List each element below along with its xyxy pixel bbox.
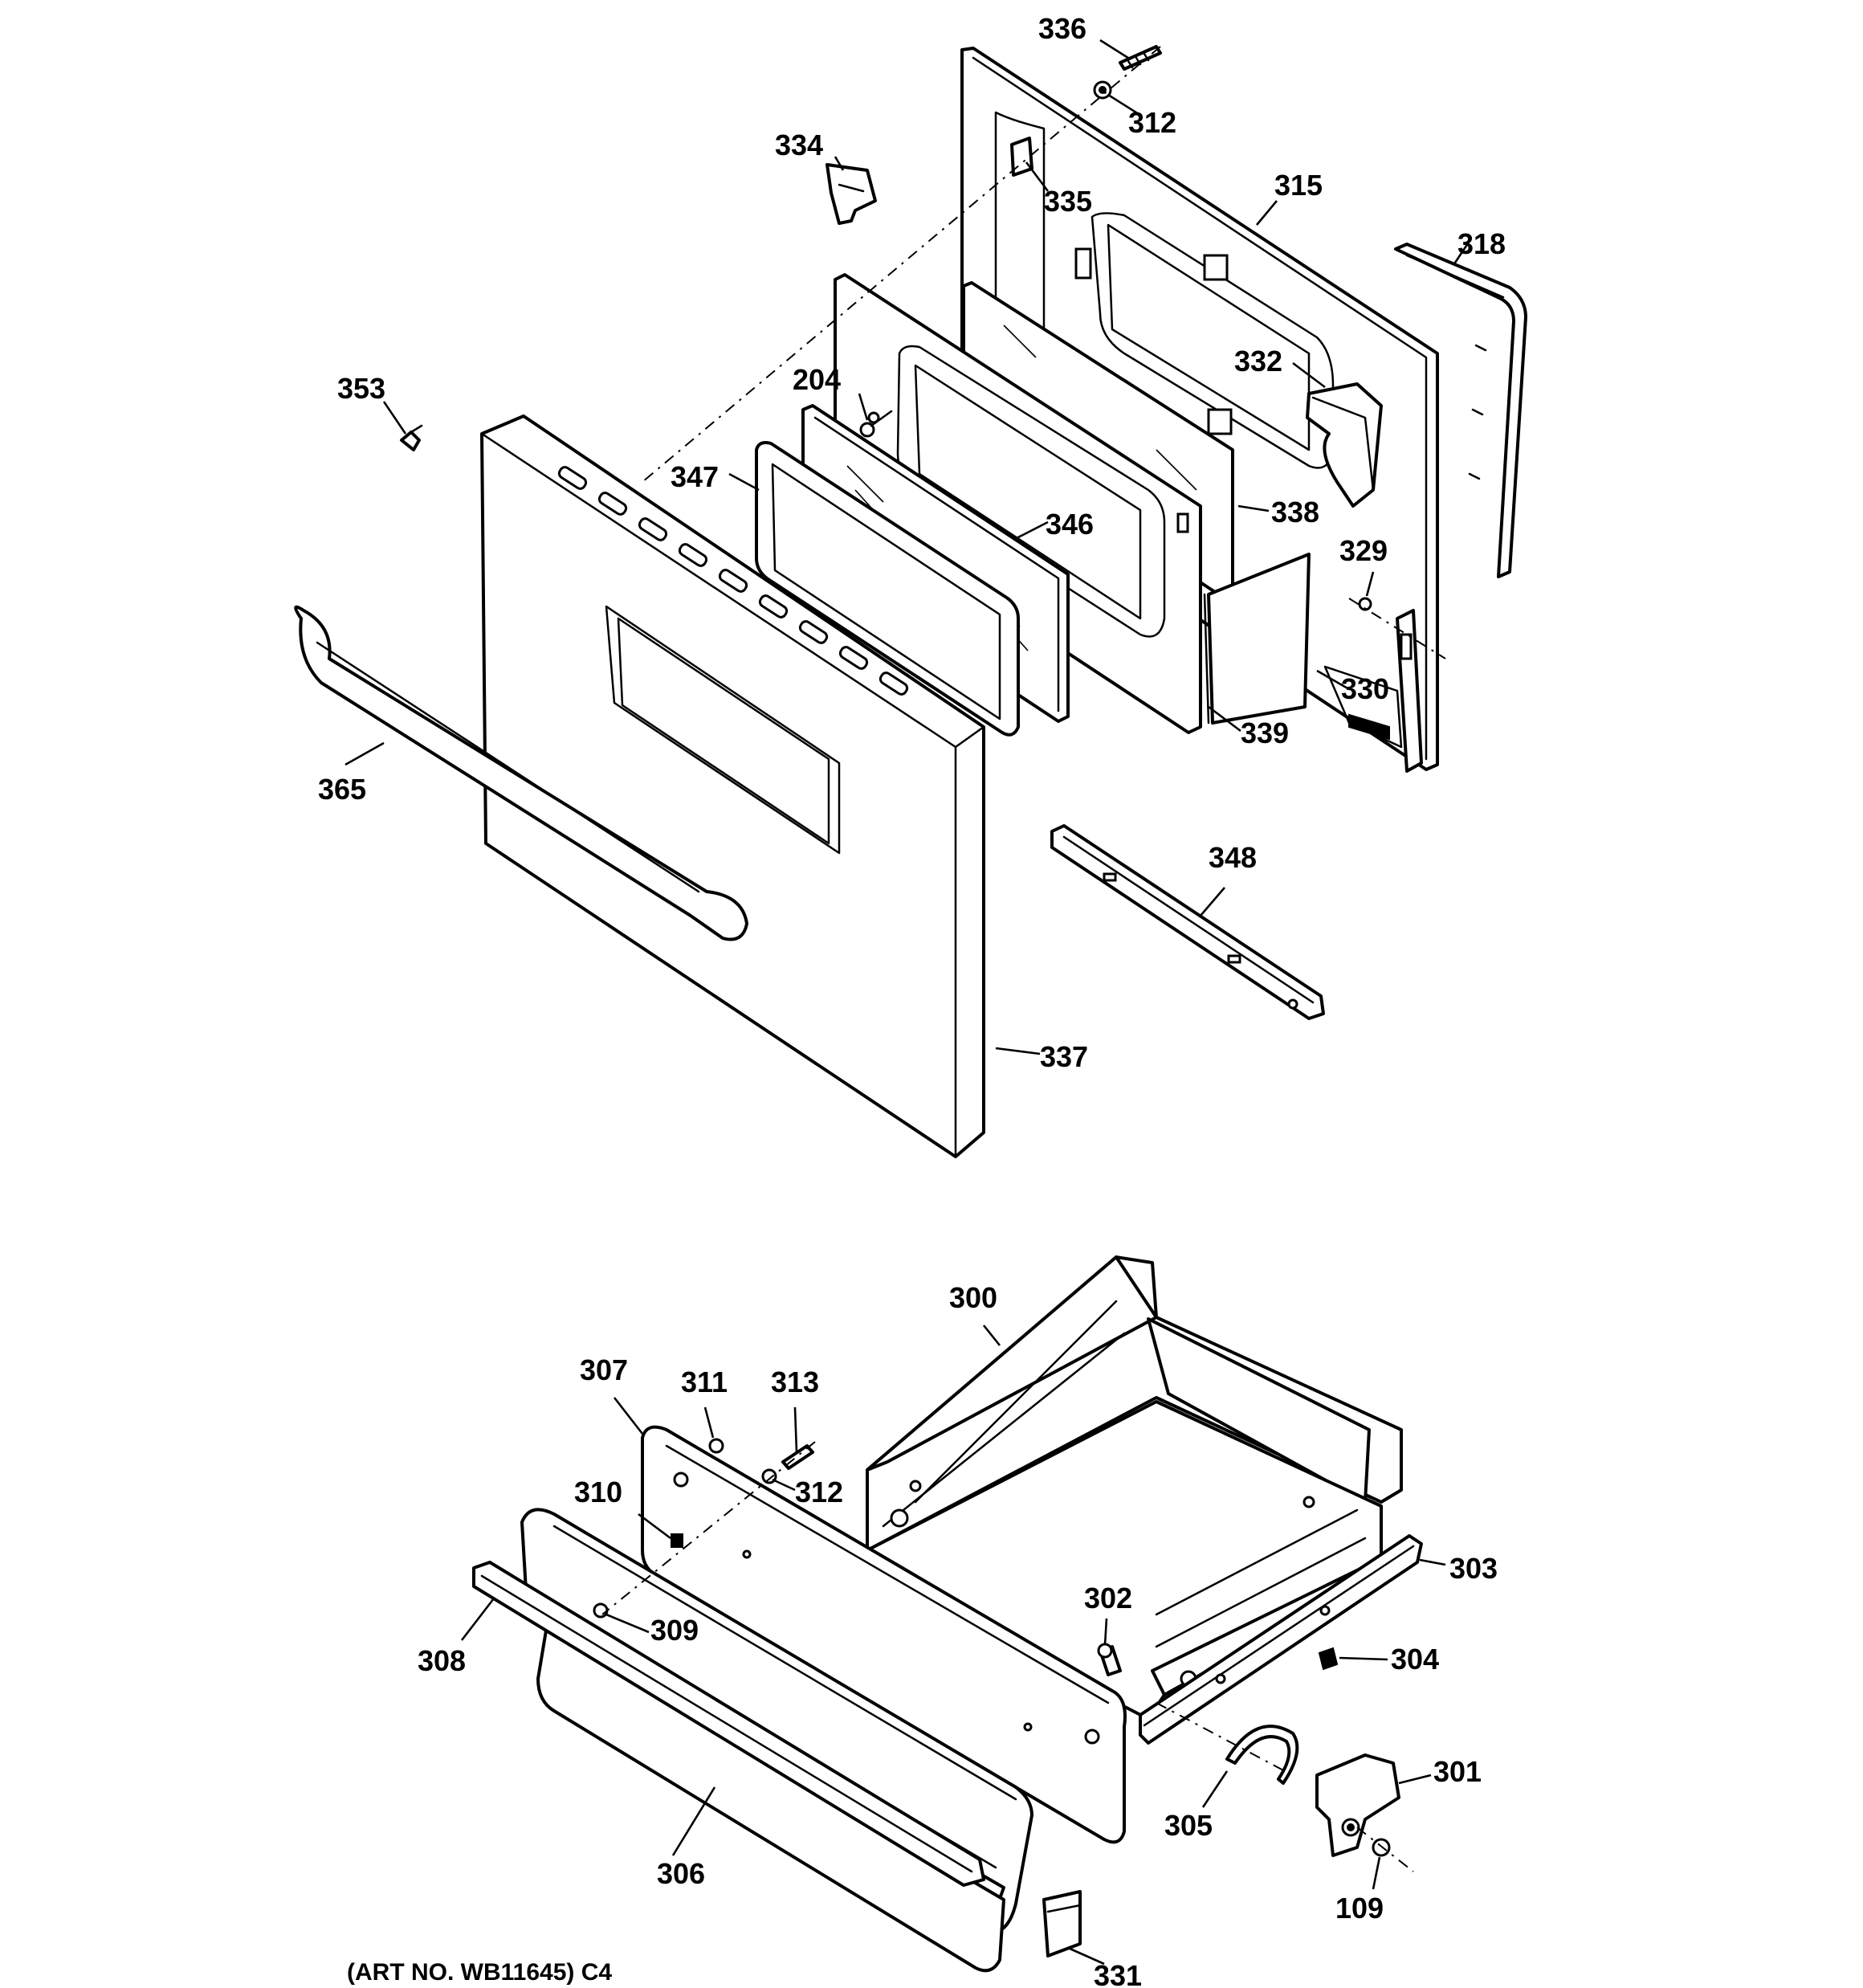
washer-312-top-center xyxy=(1099,86,1107,94)
callout-332: 332 xyxy=(1234,345,1282,378)
callout-335: 335 xyxy=(1044,185,1092,218)
nut-311 xyxy=(708,1438,724,1454)
bracket-strip-348 xyxy=(1050,824,1325,1020)
callout-300: 300 xyxy=(949,1281,997,1314)
leader-lines xyxy=(344,39,1471,1966)
hardware-336-screw xyxy=(1119,45,1162,71)
callout-309: 309 xyxy=(650,1614,699,1647)
assembly-line-top-2 xyxy=(1348,598,1446,659)
callout-318: 318 xyxy=(1457,227,1506,260)
callout-329: 329 xyxy=(1339,534,1388,567)
assembly-line-bottom-3 xyxy=(1356,1827,1414,1872)
insulation-block-332 xyxy=(1306,382,1383,508)
callout-365: 365 xyxy=(318,773,366,806)
drawer-handle-308 xyxy=(472,1561,985,1887)
callout-304: 304 xyxy=(1391,1643,1439,1676)
callout-308: 308 xyxy=(418,1644,466,1677)
slide-rail-303 xyxy=(1139,1534,1423,1745)
callout-109: 109 xyxy=(1335,1892,1384,1925)
callout-303: 303 xyxy=(1449,1552,1498,1585)
callout-346: 346 xyxy=(1046,508,1094,541)
callout-331: 331 xyxy=(1094,1959,1142,1988)
door-handle-365 xyxy=(294,605,748,941)
nut-109 xyxy=(1372,1838,1391,1857)
screw-353 xyxy=(400,424,423,451)
hinge-330 xyxy=(1323,597,1423,773)
clip-304 xyxy=(1318,1647,1339,1671)
screw-204 xyxy=(859,410,893,438)
side-trim-318 xyxy=(1394,243,1527,578)
callout-305: 305 xyxy=(1164,1809,1213,1842)
callout-312-bottom: 312 xyxy=(795,1476,843,1508)
bolt-302 xyxy=(1097,1643,1122,1676)
assembly-line-top-1 xyxy=(642,46,1161,483)
callout-347: 347 xyxy=(671,460,719,493)
vent-slots xyxy=(557,466,909,696)
callout-336: 336 xyxy=(1038,12,1086,45)
clip-310 xyxy=(671,1533,683,1548)
lower-panel-339 xyxy=(1203,553,1311,725)
callout-334: 334 xyxy=(775,129,823,161)
spring-clip-305 xyxy=(1225,1725,1299,1785)
inner-door-panel-315 xyxy=(960,47,1439,771)
callout-306: 306 xyxy=(657,1857,705,1890)
outer-door-panel-337 xyxy=(480,414,985,1158)
stop-bracket-301 xyxy=(1315,1753,1400,1857)
assembly-line-bottom-2 xyxy=(1156,1702,1286,1772)
callout-204: 204 xyxy=(793,363,841,396)
callout-313: 313 xyxy=(771,1365,819,1398)
callout-307: 307 xyxy=(580,1353,628,1386)
callout-315: 315 xyxy=(1274,169,1323,202)
callout-312-top: 312 xyxy=(1128,106,1176,139)
callout-330: 330 xyxy=(1341,672,1389,705)
callout-labels: 336 312 334 335 315 318 332 353 204 347 … xyxy=(318,12,1506,1988)
callout-339: 339 xyxy=(1241,716,1289,749)
art-number: (ART NO. WB11645) C4 xyxy=(347,1959,612,1986)
callout-302: 302 xyxy=(1084,1582,1132,1614)
callout-338: 338 xyxy=(1271,496,1319,529)
bracket-334 xyxy=(826,163,877,225)
glass-gasket-347 xyxy=(755,441,1020,737)
callout-310: 310 xyxy=(574,1476,622,1508)
callout-337: 337 xyxy=(1040,1040,1088,1073)
callout-353: 353 xyxy=(337,372,385,405)
callout-311: 311 xyxy=(681,1365,728,1398)
callout-348: 348 xyxy=(1209,841,1257,874)
assembly-line-bottom-1 xyxy=(601,1441,816,1615)
callout-301: 301 xyxy=(1433,1755,1482,1788)
block-331 xyxy=(1042,1890,1082,1957)
